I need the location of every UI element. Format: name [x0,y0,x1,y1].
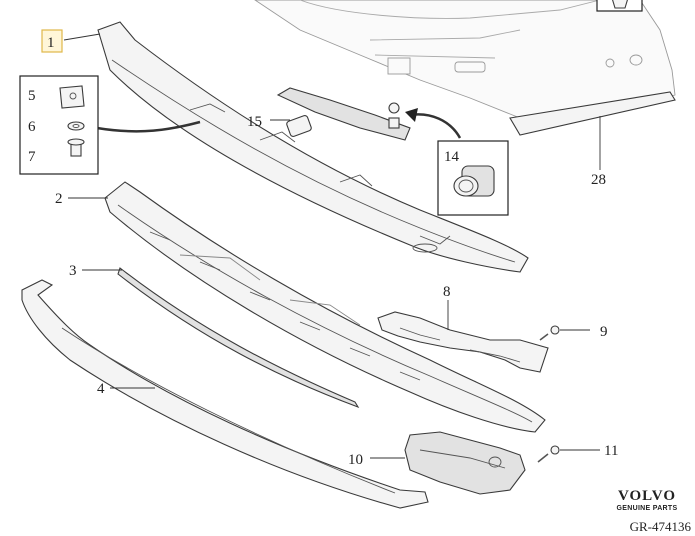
callout-15: 15 [247,114,262,130]
callout-7: 7 [28,149,36,165]
callout-11: 11 [604,443,618,459]
brand-tagline: GENUINE PARTS [616,505,678,512]
callout-6: 6 [28,119,36,135]
brand-logo-text: VOLVO [617,488,677,504]
reference-number: GR-474136 [629,519,691,534]
callout-5: 5 [28,88,36,104]
callout-28: 28 [591,172,606,188]
callout-9: 9 [600,324,608,340]
part-8-bracket [377,311,549,373]
callout-14: 14 [444,149,460,165]
callout-2: 2 [55,191,63,207]
part-2-lower-panel [104,181,546,433]
car-rear-bumper [254,0,676,136]
part-15-reflector [276,87,411,141]
screw-11 [537,445,560,463]
part-3-trim-strip [117,267,360,409]
part-1-upper-trim [97,21,529,273]
part-10-lamp-housing [404,431,526,495]
corner-inset [596,0,643,12]
part-4-lower-spoiler [21,279,429,509]
callout-10: 10 [348,452,363,468]
callout-4: 4 [97,381,105,397]
callout-8: 8 [443,284,451,300]
sensor-inset [437,140,509,216]
callout-3: 3 [69,263,77,279]
fastener-inset [19,75,99,175]
screw-9 [539,325,560,341]
leader-lines [63,33,601,459]
callout-1-highlight [41,29,63,53]
callout-1: 1 [47,35,55,51]
